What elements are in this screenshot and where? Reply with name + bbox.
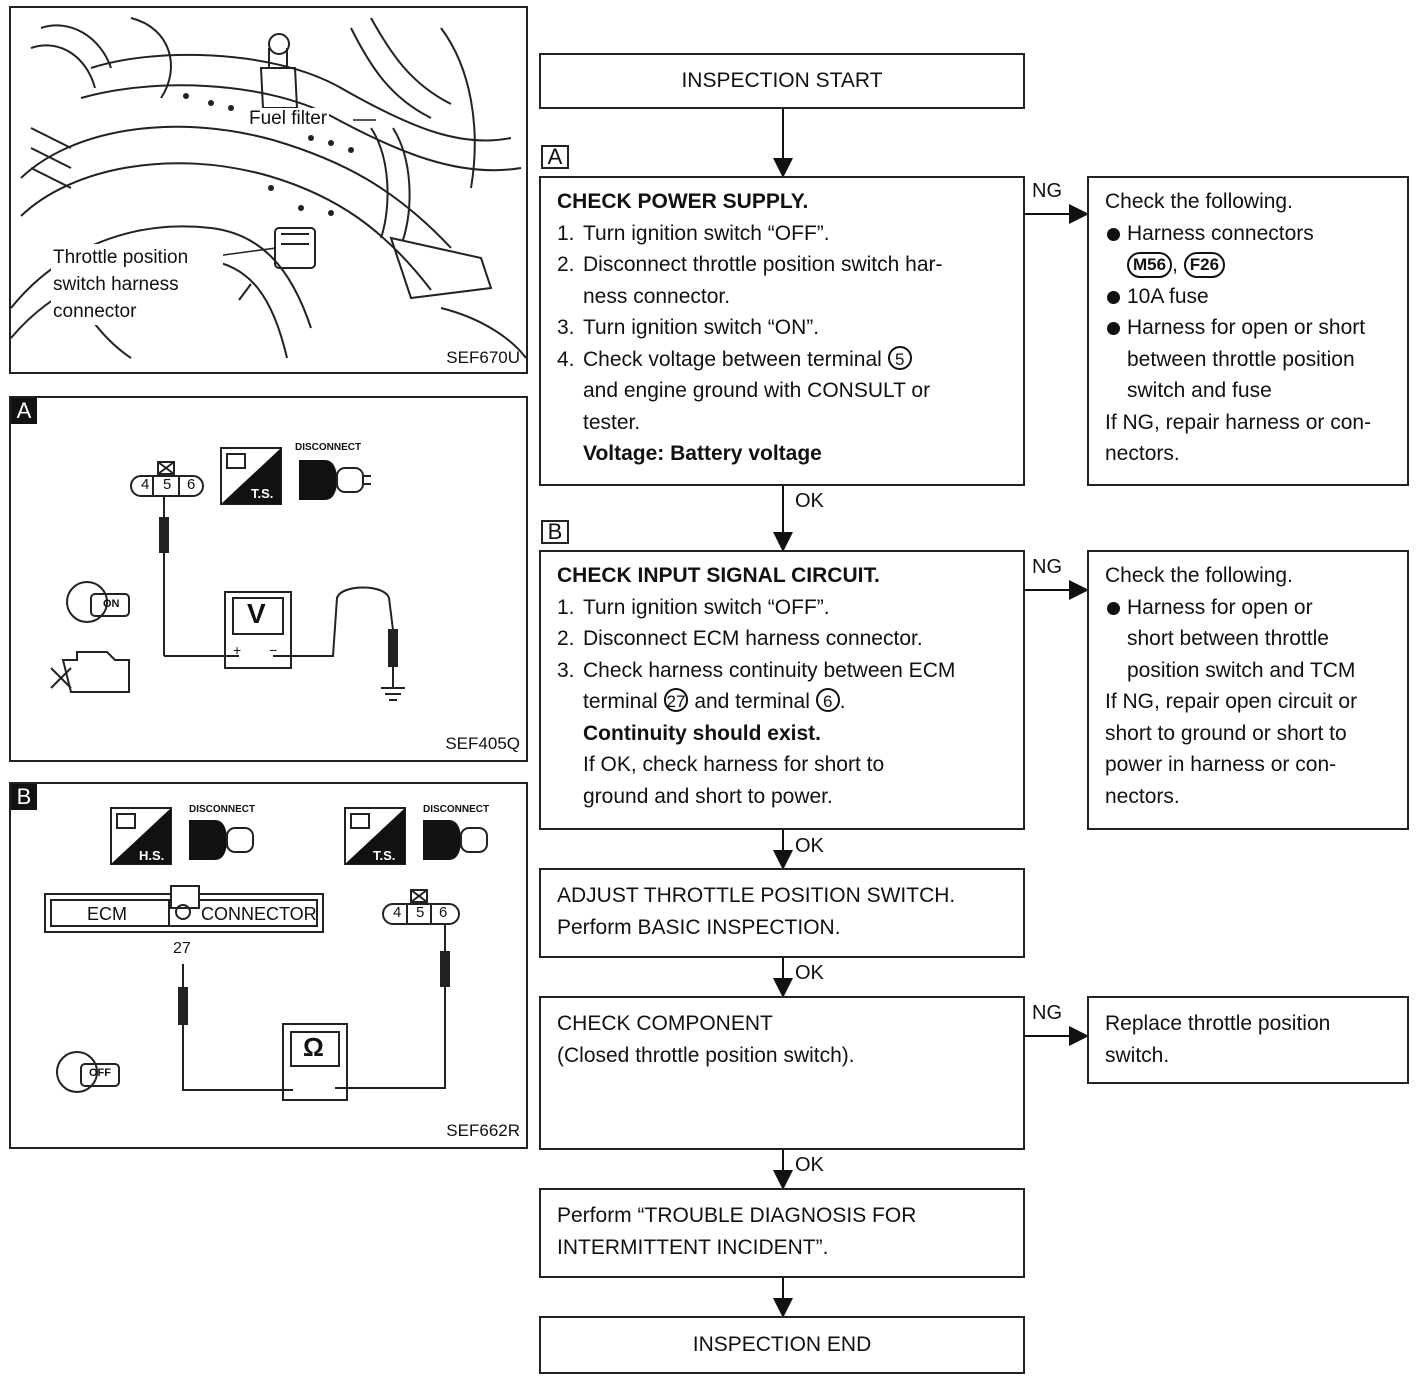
photo-code: SEF670U [446, 348, 520, 367]
ok-label-adjust: OK [795, 962, 824, 984]
panel-a-code: SEF405Q [445, 734, 520, 753]
panel-b-terminal-4: 4 [393, 904, 402, 921]
adjust-tps-box: ADJUST THROTTLE POSITION SWITCH. Perform… [539, 868, 1025, 958]
component-line-2: (Closed throttle position switch). [557, 1043, 855, 1067]
panel-b-meter-symbol: Ω [303, 1032, 324, 1062]
panel-b-connector-label: CONNECTOR [201, 904, 317, 924]
panel-a-key-label: ON [103, 598, 120, 610]
box-a-step-2: 2.Disconnect throttle position switch ha… [557, 253, 943, 308]
diagram-panel-a: A [9, 396, 528, 762]
ng-b-box: Check the following. Harness for open or… [1087, 550, 1409, 830]
panel-b-ecm-label: ECM [87, 904, 127, 924]
tps-connector-label: Throttle position switch harness connect… [51, 244, 223, 325]
ng-label-a: NG [1032, 180, 1062, 202]
box-a-spec: Voltage: Battery voltage [583, 442, 822, 465]
ng-c-box: Replace throttle position switch. [1087, 996, 1409, 1084]
panel-b-code: SEF662R [446, 1121, 520, 1140]
trouble-diagnosis-box: Perform “TROUBLE DIAGNOSIS FOR INTERMITT… [539, 1188, 1025, 1278]
box-a-step-3: 3.Turn ignition switch “ON”. [557, 316, 820, 339]
panel-a-terminal-4: 4 [141, 476, 150, 493]
check-input-signal-box: CHECK INPUT SIGNAL CIRCUIT. 1.Turn ignit… [539, 550, 1025, 830]
box-b-title: CHECK INPUT SIGNAL CIRCUIT. [557, 564, 880, 587]
panel-a-wiring [50, 447, 405, 701]
check-component-box: CHECK COMPONENT (Closed throttle positio… [539, 996, 1025, 1150]
ng-a-repair: If NG, repair harness or con-nectors. [1105, 410, 1372, 466]
ng-c-line-1: Replace throttle position [1105, 1012, 1331, 1035]
panel-a-terminal-6: 6 [187, 476, 196, 493]
ng-c-line-2: switch. [1105, 1043, 1170, 1067]
panel-a-disconnect-label: DISCONNECT [295, 442, 362, 453]
step-label-b: B [541, 520, 569, 544]
ng-a-item-2: 10A fuse [1105, 281, 1393, 313]
inspection-end-box: INSPECTION END [539, 1316, 1025, 1374]
inspection-start-text: INSPECTION START [681, 69, 883, 93]
panel-a-meter-symbol: V [247, 598, 266, 629]
fuel-filter-label: Fuel filter [247, 108, 330, 130]
engine-bay-illustration: Fuel filter Throttle position switch har… [9, 6, 528, 374]
ok-label-a: OK [795, 490, 824, 512]
inspection-end-text: INSPECTION END [692, 1333, 872, 1357]
panel-b-disconnect-label-1: DISCONNECT [189, 804, 256, 815]
box-a-title: CHECK POWER SUPPLY. [557, 190, 809, 213]
box-b-spec: Continuity should exist. [583, 721, 822, 745]
panel-a-ts-label: T.S. [251, 486, 274, 501]
ng-b-title: Check the following. [1105, 564, 1293, 587]
terminal-5-badge: 5 [887, 345, 912, 370]
panel-b-ts-label: T.S. [373, 848, 396, 863]
ng-label-c: NG [1032, 1002, 1062, 1024]
connector-f26-badge: F26 [1183, 252, 1226, 278]
panel-a-tag: A [11, 398, 37, 424]
diagram-panel-b: B [9, 782, 528, 1149]
panel-a-minus: − [269, 642, 278, 658]
terminal-6-badge: 6 [815, 688, 840, 712]
ng-label-b: NG [1032, 556, 1062, 578]
panel-b-disconnect-label-2: DISCONNECT [423, 804, 490, 815]
box-b-step-1: 1.Turn ignition switch “OFF”. [557, 595, 830, 619]
panel-b-wiring [44, 807, 488, 1101]
component-line-1: CHECK COMPONENT [557, 1012, 773, 1035]
panel-b-terminal-6: 6 [439, 904, 448, 921]
inspection-start-box: INSPECTION START [539, 53, 1025, 109]
panel-b-hs-label: H.S. [139, 848, 165, 863]
panel-b-pin-27: 27 [173, 940, 191, 957]
panel-a-terminal-5: 5 [163, 476, 172, 493]
ok-label-component: OK [795, 1154, 824, 1176]
adjust-line-1: ADJUST THROTTLE POSITION SWITCH. [557, 884, 956, 907]
connector-m56-badge: M56 [1127, 252, 1173, 278]
box-b-step-2: 2.Disconnect ECM harness connector. [557, 627, 923, 650]
panel-b-tag: B [11, 784, 37, 810]
trouble-line-2: INTERMITTENT INCIDENT”. [557, 1235, 829, 1259]
step-label-a: A [541, 145, 569, 169]
trouble-line-1: Perform “TROUBLE DIAGNOSIS FOR [557, 1204, 917, 1227]
ng-a-title: Check the following. [1105, 190, 1293, 213]
adjust-line-2: Perform BASIC INSPECTION. [557, 915, 841, 939]
panel-a-plus: + [233, 642, 242, 658]
box-a-step-1: 1.Turn ignition switch “OFF”. [557, 221, 830, 245]
panel-b-terminal-5: 5 [416, 904, 425, 921]
panel-b-key-label: OFF [89, 1067, 111, 1079]
ok-label-b: OK [795, 835, 824, 857]
check-power-supply-box: CHECK POWER SUPPLY. 1.Turn ignition swit… [539, 176, 1025, 486]
terminal-27-badge: 27 [663, 688, 689, 712]
